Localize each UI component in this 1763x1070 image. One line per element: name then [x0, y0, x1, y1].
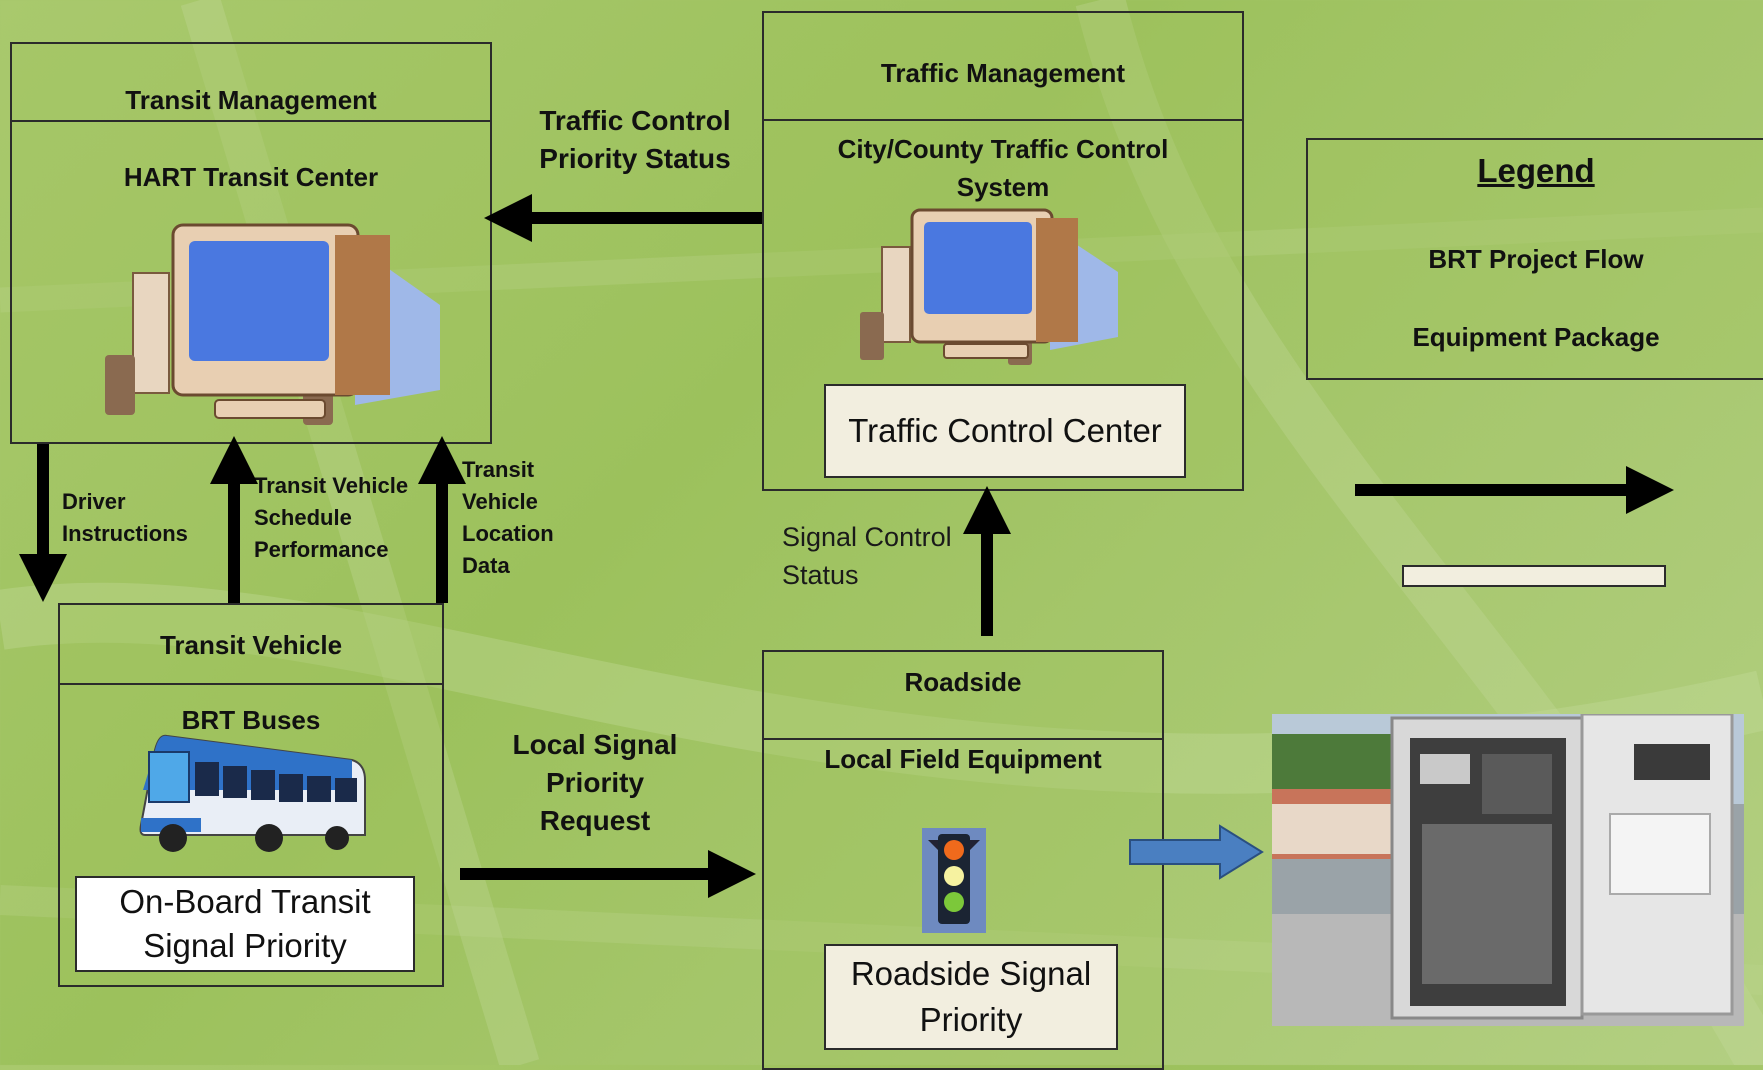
bus-icon [139, 734, 366, 852]
transit-vehicle-header: Transit Vehicle [60, 605, 442, 685]
arrow-to-photo [1129, 824, 1264, 880]
legend-box: Legend BRT Project Flow Equipment Packag… [1306, 138, 1763, 380]
flow-label-line: Transit [462, 457, 535, 482]
computer-icon [860, 208, 1118, 365]
traffic-light-icon [922, 828, 986, 933]
traffic-management-header: Traffic Management [764, 13, 1242, 121]
flow-label-line: Priority [545, 767, 645, 798]
flow-label-line: Driver [62, 489, 126, 514]
signal-cabinet-photo [1272, 714, 1744, 1026]
legend-title: Legend [1477, 152, 1595, 189]
flow-label-line: Traffic Control [539, 105, 731, 136]
roadside-signal-priority-line2: Priority [919, 1001, 1023, 1038]
hart-transit-center-title: HART Transit Center [123, 162, 379, 192]
flow-label-location-data: Transit Vehicle Location Data [462, 454, 554, 582]
brt-buses-title: BRT Buses [181, 705, 321, 735]
on-board-tsp-package: On-Board Transit Signal Priority [75, 876, 415, 972]
on-board-tsp-line1: On-Board Transit [119, 883, 371, 920]
flow-label-line: Performance [254, 537, 389, 562]
traffic-control-system-title: City/County Traffic Control System [764, 130, 1242, 206]
flow-label-line: Instructions [62, 521, 188, 546]
roadside-header: Roadside [764, 652, 1162, 740]
computer-icon [105, 223, 440, 425]
flow-label-line: Location [462, 521, 554, 546]
transit-management-header: Transit Management [12, 44, 490, 122]
flow-label-driver-instructions: Driver Instructions [62, 486, 188, 550]
flow-label-line: Signal Control [782, 522, 952, 552]
flow-label-line: Priority Status [539, 143, 731, 174]
roadside-signal-priority-line1: Roadside Signal [850, 955, 1092, 992]
roadside-signal-priority-package: Roadside Signal Priority [824, 944, 1118, 1050]
flow-label-line: Transit Vehicle [254, 473, 409, 498]
flow-label-line: Local Signal [512, 729, 678, 760]
legend-package-label: Equipment Package [1412, 322, 1660, 352]
flow-label-line: Request [539, 805, 651, 836]
flow-label-signal-control-status: Signal Control Status [782, 518, 952, 594]
traffic-control-center-package: Traffic Control Center [824, 384, 1186, 478]
flow-label-line: Vehicle [462, 489, 538, 514]
flow-label-line: Status [782, 560, 859, 590]
traffic-control-system-title-line1: City/County Traffic Control [837, 134, 1169, 164]
local-field-equipment-title: Local Field Equipment [824, 744, 1102, 774]
flow-label-schedule-performance: Transit Vehicle Schedule Performance [254, 470, 408, 566]
legend-flow-label: BRT Project Flow [1428, 244, 1644, 274]
flow-label-line: Data [462, 553, 510, 578]
flow-label-line: Schedule [254, 505, 352, 530]
traffic-control-system-title-line2: System [956, 172, 1050, 202]
flow-label-local-signal-priority-request: Local Signal Priority Request [490, 726, 700, 840]
flow-label-traffic-control-priority-status: Traffic Control Priority Status [530, 102, 740, 178]
legend-package-swatch [1402, 565, 1666, 587]
on-board-tsp-line2: Signal Priority [143, 927, 347, 964]
